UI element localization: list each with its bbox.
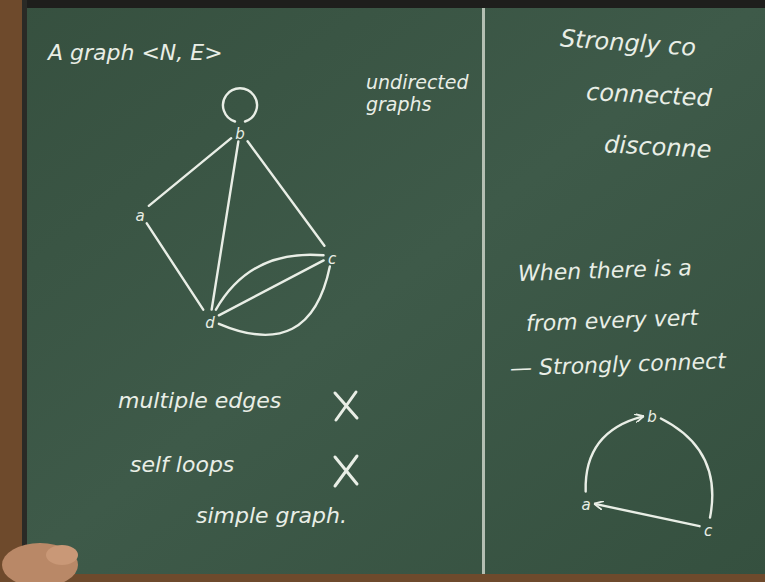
chalk-text: disconne: [603, 131, 712, 164]
cross-mark: [335, 392, 357, 420]
hand: [2, 543, 78, 582]
vertex-label: c: [704, 524, 712, 539]
chalk-text: multiple edges: [118, 388, 281, 413]
graph-vertex: d: [202, 311, 218, 330]
vertex-label: a: [581, 498, 590, 513]
graph-edge: [223, 88, 257, 121]
graph-edge: [586, 416, 643, 491]
graph-edge: [248, 141, 325, 245]
left-frame: [0, 0, 22, 582]
board-divider: [482, 8, 485, 574]
vertex-label: b: [647, 410, 657, 425]
chalk-text: undirected graphs: [366, 72, 458, 116]
graph-vertex: c: [701, 519, 716, 538]
vertex-label: c: [328, 252, 336, 267]
graph-vertex: a: [132, 204, 148, 223]
graph-edge: [219, 260, 324, 315]
graph-edge: [219, 266, 330, 334]
graph-vertex: c: [325, 247, 340, 266]
bottom-frame: [0, 574, 765, 582]
graph-edge: [661, 418, 712, 517]
graph-edge: [149, 138, 231, 206]
hand: [46, 545, 78, 565]
graph-vertex: a: [578, 493, 594, 512]
chalk-text: simple graph.: [196, 503, 347, 528]
graph-edge: [216, 255, 324, 310]
graph-vertex: b: [644, 405, 660, 424]
graph-vertex: b: [232, 122, 248, 141]
vertex-label: a: [135, 209, 144, 224]
chalk-text: self loops: [130, 452, 234, 477]
vertex-label: b: [235, 127, 245, 142]
graph-edge: [147, 223, 203, 309]
top-frame: [0, 0, 765, 8]
chalk-text: A graph <N, E>: [48, 40, 223, 65]
cross-mark: [335, 456, 357, 486]
vertex-label: d: [205, 316, 215, 331]
frame-shadow: [22, 0, 27, 582]
graph-edge: [595, 504, 700, 526]
